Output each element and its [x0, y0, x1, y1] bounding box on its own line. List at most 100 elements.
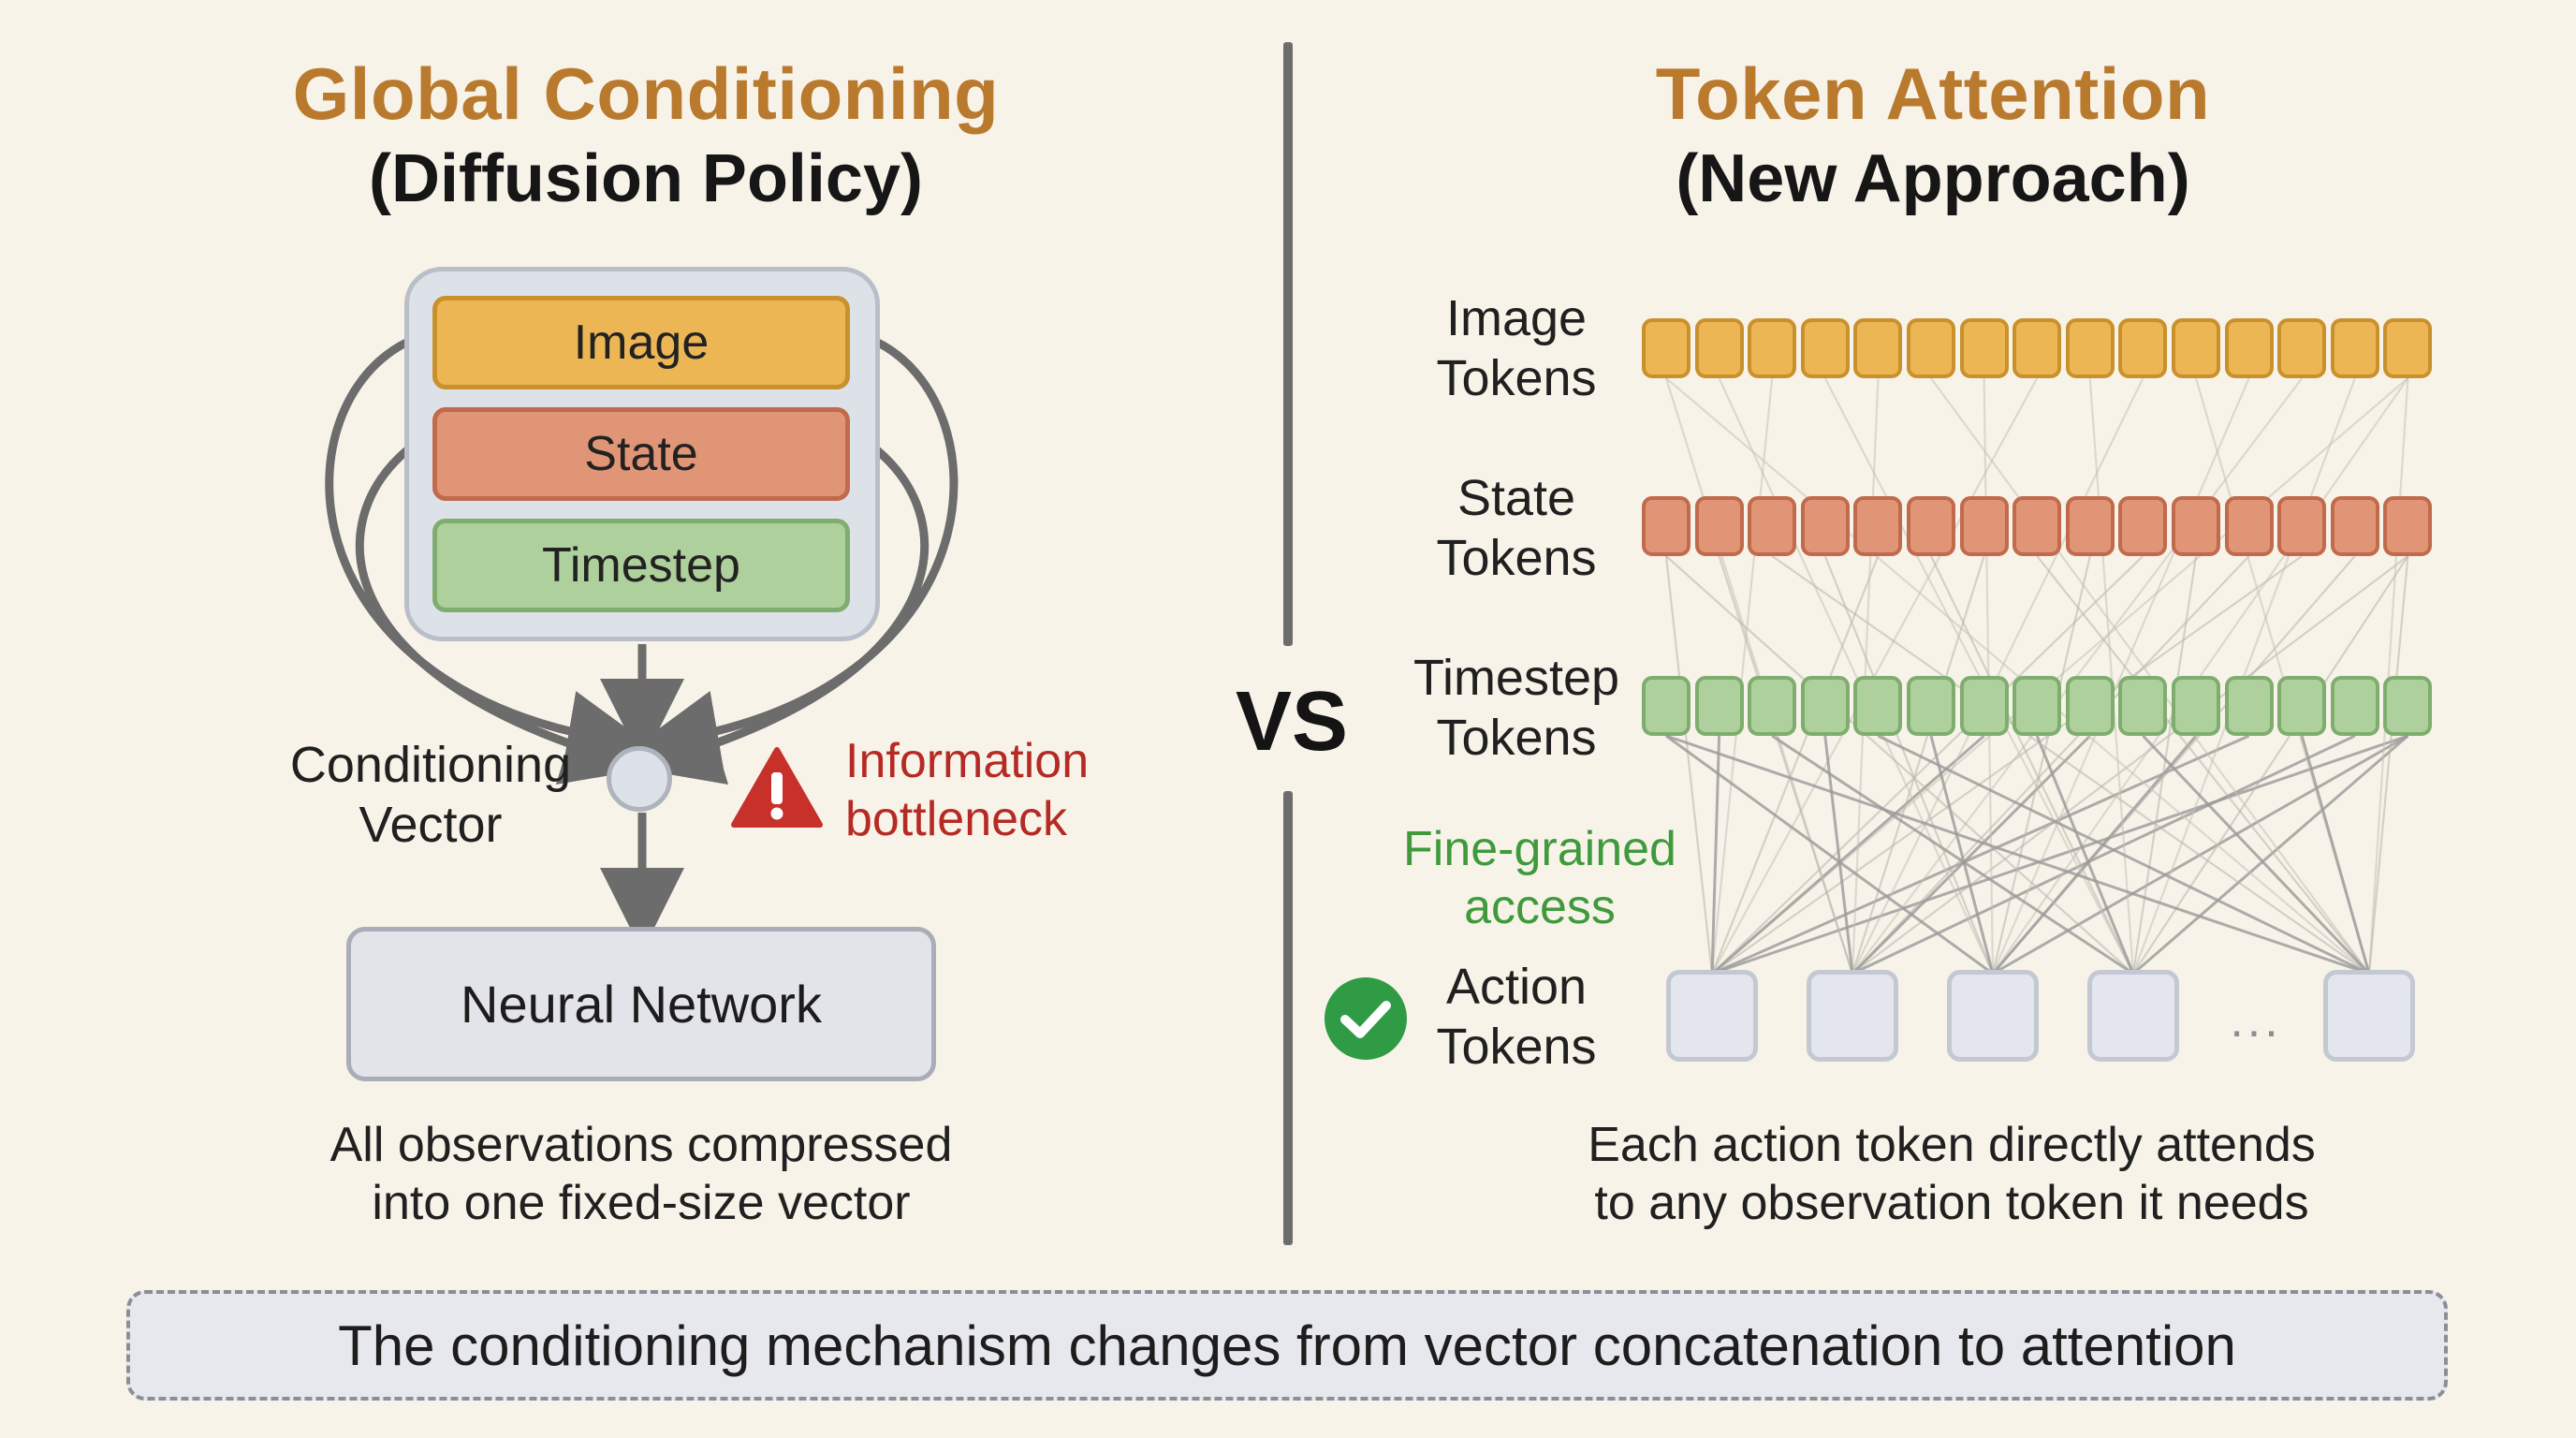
timestep-tokens-label-line1: Timestep — [1412, 650, 1620, 706]
action-tokens-label-line2: Tokens — [1436, 1019, 1597, 1075]
left-caption-line2: into one fixed-size vector — [372, 1176, 911, 1230]
attention-line — [1823, 555, 1995, 975]
attention-line — [1852, 555, 2250, 975]
right-caption: Each action token directly attends to an… — [1460, 1116, 2443, 1232]
attention-line — [1711, 734, 1985, 976]
attention-line — [2367, 555, 2409, 975]
image-token — [2172, 318, 2220, 378]
attention-line — [1718, 377, 1994, 975]
action-tokens-label: Action Tokens — [1409, 957, 1624, 1077]
information-bottleneck-label: Information bottleneck — [845, 732, 1145, 848]
image-tokens-label: Image Tokens — [1385, 288, 1647, 408]
attention-line — [1991, 377, 2250, 975]
attention-line — [1710, 735, 1721, 975]
timestep-token — [2224, 676, 2274, 736]
action-ellipsis: ... — [2230, 993, 2282, 1048]
state-input-block: State — [432, 407, 850, 501]
timestep-token — [2065, 676, 2115, 736]
attention-line — [1851, 734, 2091, 976]
attention-line — [1711, 555, 2144, 975]
attention-line — [1991, 555, 2091, 975]
image-token — [1959, 318, 2009, 378]
state-tokens-label: State Tokens — [1385, 468, 1647, 588]
image-token — [2012, 318, 2062, 378]
action-tokens-label-line1: Action — [1445, 959, 1588, 1015]
image-token — [1642, 318, 1690, 378]
image-token — [1800, 318, 1850, 378]
divider-bottom — [1283, 791, 1293, 1245]
attention-line — [1852, 734, 2356, 976]
action-token — [2087, 970, 2179, 1062]
divider-top — [1283, 42, 1293, 646]
action-token — [1947, 970, 2039, 1062]
conditioning-vector-label: Conditioning Vector — [262, 735, 599, 855]
attention-line — [2132, 555, 2409, 975]
timestep-token — [2118, 676, 2168, 736]
attention-line — [1771, 555, 2370, 975]
action-token — [1666, 970, 1758, 1062]
attention-line — [1711, 377, 2409, 975]
attention-line — [2131, 555, 2198, 975]
action-token — [2323, 970, 2415, 1062]
right-caption-line1: Each action token directly attends — [1588, 1118, 2316, 1172]
state-token — [1853, 496, 1903, 556]
left-subtitle: (Diffusion Policy) — [369, 141, 923, 216]
attention-line — [1877, 734, 2370, 976]
attention-line — [1852, 555, 2409, 975]
left-title: Global Conditioning — [292, 52, 1000, 135]
warning-triangle-icon — [731, 747, 823, 828]
image-token — [2065, 318, 2115, 378]
attention-line — [2132, 734, 2409, 976]
attention-line — [2035, 735, 2135, 975]
image-input-block: Image — [432, 296, 850, 389]
attention-line — [1851, 555, 1985, 975]
footer-summary: The conditioning mechanism changes from … — [126, 1290, 2448, 1401]
attention-line — [2142, 734, 2371, 976]
state-token — [2277, 496, 2327, 556]
attention-line — [1665, 734, 2370, 976]
action-token — [1807, 970, 1898, 1062]
fine-grained-line2: access — [1464, 880, 1616, 934]
state-token — [2383, 496, 2433, 556]
timestep-token — [2330, 676, 2379, 736]
attention-line — [1711, 555, 2303, 975]
state-token — [2224, 496, 2274, 556]
attention-line — [1711, 734, 2408, 976]
right-caption-line2: to any observation token it needs — [1594, 1176, 2309, 1230]
attention-line — [1710, 555, 1880, 975]
arrow-inner-left — [356, 446, 650, 785]
warning-line2: bottleneck — [845, 792, 1068, 846]
timestep-tokens-label-line2: Tokens — [1436, 710, 1597, 766]
conditioning-vector-node — [607, 746, 672, 812]
image-token — [2330, 318, 2379, 378]
attention-line — [1711, 734, 2250, 976]
image-token — [1853, 318, 1903, 378]
state-tokens-label-line2: Tokens — [1436, 530, 1597, 586]
timestep-token — [1907, 676, 1955, 736]
left-caption: All observations compressed into one fix… — [215, 1116, 1067, 1232]
state-token — [1642, 496, 1690, 556]
timestep-token — [1853, 676, 1903, 736]
fine-grained-access-label: Fine-grained access — [1357, 820, 1722, 936]
attention-line — [2300, 735, 2371, 975]
right-subtitle: (New Approach) — [1676, 141, 2190, 216]
timestep-token — [1694, 676, 1744, 736]
attention-line — [1710, 377, 1774, 975]
state-token — [1694, 496, 1744, 556]
timestep-token — [2172, 676, 2220, 736]
conditioning-label-line2: Vector — [359, 797, 503, 853]
conditioning-label-line1: Conditioning — [289, 737, 572, 793]
state-token — [2012, 496, 2062, 556]
arrow-outer-left — [325, 337, 652, 774]
image-token — [1694, 318, 1744, 378]
attention-line — [1664, 555, 1714, 975]
image-token — [2383, 318, 2433, 378]
attention-line — [2036, 555, 2370, 975]
attention-line — [1665, 734, 1994, 976]
image-token — [1748, 318, 1797, 378]
state-token — [1800, 496, 1850, 556]
attention-line — [1665, 555, 2134, 975]
attention-line — [1771, 734, 2134, 976]
image-token — [2277, 318, 2327, 378]
